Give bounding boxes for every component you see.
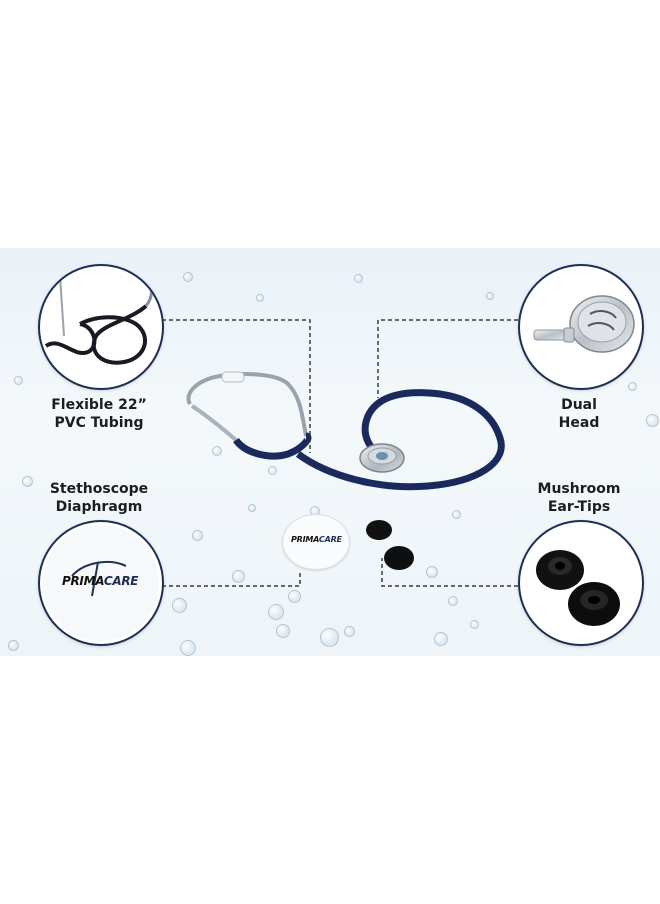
logo-care: CARE bbox=[103, 574, 139, 588]
water-bubble bbox=[344, 626, 355, 637]
water-bubble bbox=[268, 604, 284, 620]
diaphragm-callout-circle: PRIMACARE bbox=[38, 520, 164, 646]
water-bubble bbox=[268, 466, 277, 475]
water-bubble bbox=[448, 596, 458, 606]
connector-lines bbox=[162, 319, 518, 587]
water-bubble bbox=[628, 382, 637, 391]
water-bubble bbox=[354, 274, 363, 283]
dual-head-callout-circle bbox=[518, 264, 644, 390]
water-bubble bbox=[172, 598, 187, 613]
logo-care-small: CARE bbox=[318, 535, 342, 544]
stethoscope-image bbox=[186, 371, 505, 491]
dual-head-chestpiece-image bbox=[533, 295, 635, 353]
water-bubble bbox=[212, 446, 222, 456]
water-bubble bbox=[320, 628, 339, 647]
water-bubble bbox=[470, 620, 479, 629]
water-bubble bbox=[183, 272, 193, 282]
water-bubble bbox=[256, 294, 264, 302]
primacare-logo: PRIMACARE bbox=[62, 574, 139, 588]
loose-ear-tip bbox=[366, 520, 392, 540]
ear-tips-callout-circle bbox=[518, 520, 644, 646]
diaphragm-label: Stethoscope Diaphragm bbox=[49, 481, 149, 515]
water-bubble bbox=[426, 566, 438, 578]
coiled-tubing-image bbox=[44, 275, 153, 365]
water-bubble bbox=[434, 632, 448, 646]
logo-prima-small: PRIMA bbox=[291, 535, 319, 544]
loose-diaphragm: PRIMACARE bbox=[282, 514, 350, 570]
mushroom-ear-tips-image bbox=[536, 550, 620, 626]
tubing-callout-circle bbox=[38, 264, 164, 390]
dual-head-label: Dual Head bbox=[558, 397, 600, 431]
water-bubble bbox=[288, 590, 301, 603]
tubing-label: Flexible 22” PVC Tubing bbox=[51, 397, 147, 431]
water-bubble bbox=[180, 640, 196, 656]
water-bubble bbox=[232, 570, 245, 583]
loose-diaphragm-logo: PRIMACARE bbox=[291, 535, 342, 544]
water-bubble bbox=[248, 504, 256, 512]
water-bubble bbox=[276, 624, 290, 638]
logo-prima: PRIMA bbox=[62, 574, 104, 588]
water-bubble bbox=[192, 530, 203, 541]
product-feature-panel: PRIMACARE Flexible 22” PVC Tubing Dual H… bbox=[0, 248, 660, 656]
water-bubble bbox=[452, 510, 461, 519]
water-bubble bbox=[22, 476, 33, 487]
water-bubble bbox=[14, 376, 23, 385]
diaphragm-image bbox=[43, 525, 159, 641]
water-bubble bbox=[486, 292, 494, 300]
ear-tips-label: Mushroom Ear-Tips bbox=[537, 481, 621, 515]
water-bubble bbox=[646, 414, 659, 427]
loose-ear-tip bbox=[384, 546, 414, 570]
water-bubble bbox=[8, 640, 19, 651]
